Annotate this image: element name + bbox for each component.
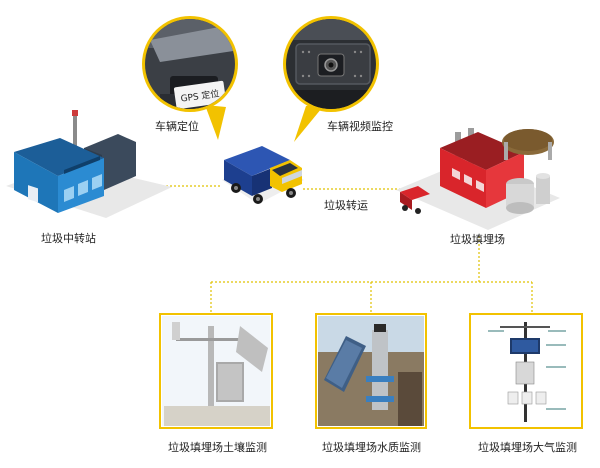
water-monitoring-photo: [315, 313, 427, 429]
label-vehicle-positioning: 车辆定位: [155, 120, 199, 133]
transfer-station-illustration: [6, 110, 172, 218]
label-transfer-station: 垃圾中转站: [41, 232, 96, 245]
label-water-monitoring: 垃圾填埋场水质监测: [322, 441, 421, 454]
recycle-icon: [28, 185, 38, 203]
gps-card: [173, 80, 227, 109]
label-transport: 垃圾转运: [324, 199, 368, 212]
connector-lines: [138, 185, 533, 313]
landfill-illustration: [396, 128, 560, 230]
label-soil-monitoring: 垃圾填埋场土壤监测: [168, 441, 267, 454]
callout-pointer-left: [205, 105, 226, 140]
label-vehicle-video: 车辆视频监控: [327, 120, 393, 133]
video-callout: [283, 16, 379, 112]
soil-monitoring-photo: [159, 313, 273, 429]
label-air-monitoring: 垃圾填埋场大气监测: [478, 441, 577, 454]
label-landfill: 垃圾填埋场: [450, 233, 505, 246]
air-monitoring-photo: [469, 313, 583, 429]
garbage-truck-illustration: [222, 146, 304, 204]
callout-pointer-right: [294, 103, 326, 142]
